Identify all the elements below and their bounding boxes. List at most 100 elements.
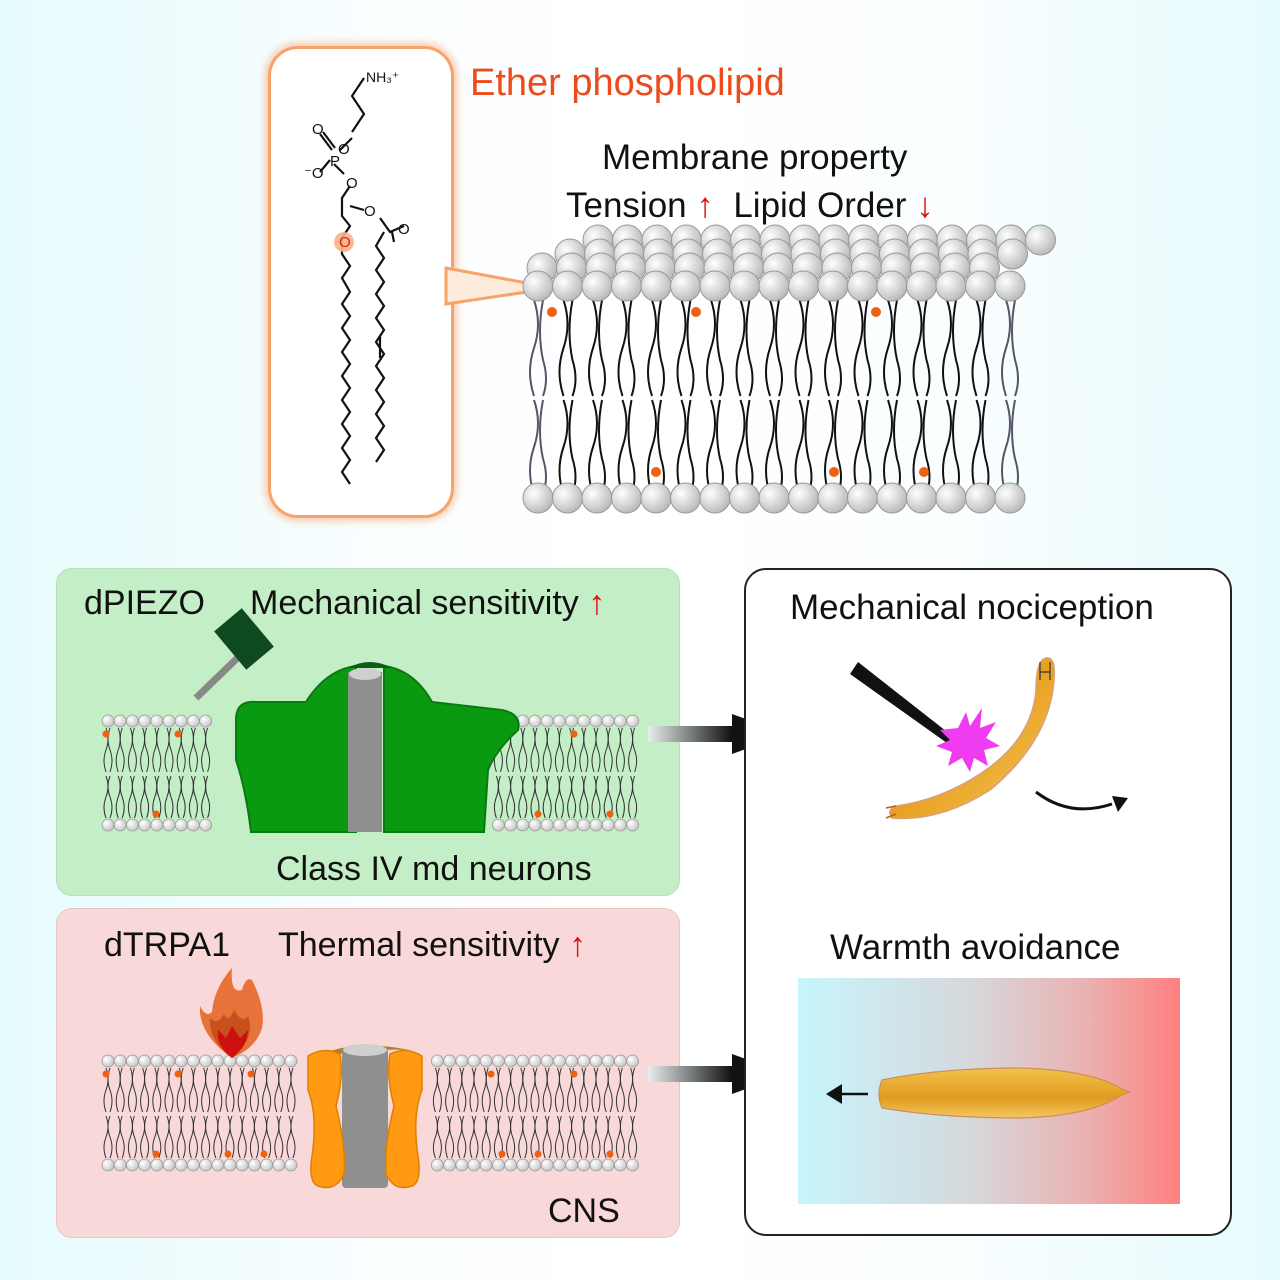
lipid-tail <box>253 1067 259 1113</box>
lipid-tail <box>765 399 775 495</box>
lipid-tail <box>824 299 834 397</box>
lipid-tail <box>591 1067 597 1113</box>
lipid-head <box>670 482 701 514</box>
lipid-tail <box>676 399 687 495</box>
lipid-head <box>626 818 639 832</box>
lipid-tail <box>241 1067 247 1113</box>
ether-lipid-dot <box>606 1150 614 1158</box>
lipid-tail <box>716 299 724 397</box>
lipid-head <box>614 714 627 728</box>
lipid-head <box>522 270 554 302</box>
lipid-tail <box>554 1115 560 1159</box>
lipid-tail <box>619 1067 625 1113</box>
lipid-tail <box>176 1115 182 1159</box>
lipid-tail <box>546 775 552 819</box>
lipid-tail <box>971 399 982 495</box>
lipid-tail <box>473 1067 479 1113</box>
lipid-tail <box>131 727 137 773</box>
lipid-tail <box>119 775 125 819</box>
ether-lipid-dot <box>152 1150 160 1158</box>
lipid-head <box>113 1054 127 1068</box>
lipid-head <box>552 714 566 728</box>
lipid-tail <box>595 1067 601 1113</box>
lipid-tail <box>619 1115 625 1159</box>
lipid-tail <box>591 727 597 773</box>
lipid-head <box>443 1054 457 1068</box>
lipid-head <box>223 1158 237 1172</box>
ether-lipid-dot <box>570 1070 578 1078</box>
lipid-tail <box>225 1067 231 1113</box>
lipid-tail <box>119 1067 125 1113</box>
lipid-head <box>491 1054 505 1068</box>
ether-lipid-dot <box>534 810 542 818</box>
lipid-tail <box>213 1115 219 1159</box>
lipid-head <box>467 1158 481 1172</box>
lipid-tail <box>1011 299 1019 397</box>
lipid-tail <box>217 1115 223 1159</box>
lipid-tail <box>588 299 598 397</box>
lipid-tail <box>530 1115 536 1159</box>
ether-phospholipid-structure: NH₃⁺ O O P ⁻O O O O O <box>304 69 410 485</box>
lipid-tail <box>598 399 606 495</box>
lipid-tail <box>506 775 512 819</box>
lipid-tail <box>558 1115 564 1159</box>
lipid-tail <box>241 1115 247 1159</box>
lipid-head <box>965 482 996 514</box>
lipid-head <box>504 1158 518 1172</box>
lipid-head <box>994 270 1026 302</box>
lipid-head <box>479 1158 493 1172</box>
ether-lipid-dot <box>102 1070 110 1078</box>
lipid-tail <box>445 1115 451 1159</box>
lipid-tail <box>493 1115 499 1159</box>
lipid-tail <box>192 775 198 819</box>
lipid-tail <box>607 1067 613 1113</box>
lipid-tail <box>156 1115 162 1159</box>
lipid-tail <box>603 775 609 819</box>
lipid-tail <box>615 727 621 773</box>
piezo-membrane <box>101 714 639 832</box>
lipid-head <box>540 1158 554 1172</box>
lipid-tail <box>583 1067 589 1113</box>
ether-lipid-dot <box>247 1070 255 1078</box>
lipid-tail <box>571 775 577 819</box>
lipid-tail <box>237 1115 243 1159</box>
lipid-tail <box>205 1115 211 1159</box>
lipid-head <box>199 1158 212 1172</box>
lipid-tail <box>506 1067 512 1113</box>
lipid-head <box>516 1158 530 1172</box>
lipid-tail <box>127 727 133 773</box>
lipid-tail <box>103 1115 109 1159</box>
lipid-head <box>150 1158 164 1172</box>
lipid-tail <box>168 775 174 819</box>
lipid-head <box>565 1158 579 1172</box>
lipid-head <box>126 1158 139 1172</box>
larva-icon <box>878 1067 1132 1119</box>
lipid-tail <box>627 299 636 397</box>
lipid-head <box>199 818 212 832</box>
lipid-tail <box>506 1115 512 1159</box>
lipid-head <box>614 818 627 832</box>
lipid-tail <box>127 1067 133 1113</box>
lipid-tail <box>522 1067 528 1113</box>
lipid-tail <box>628 775 634 819</box>
lipid-head <box>565 818 579 832</box>
lipid-tail <box>485 1115 491 1159</box>
oxygen-label: O <box>312 121 324 138</box>
lipid-tail <box>1001 399 1011 495</box>
lipid-tail <box>497 1067 503 1113</box>
lipid-head <box>552 1158 566 1172</box>
lipid-tail <box>579 727 585 773</box>
lipid-tail <box>657 399 665 495</box>
lipid-head <box>906 482 937 514</box>
lipid-tail <box>775 399 783 495</box>
lipid-tail <box>567 1115 573 1159</box>
lipid-tail <box>180 1067 186 1113</box>
lipid-tail <box>180 1115 186 1159</box>
lipid-tail <box>765 299 775 397</box>
lipid-tail <box>546 727 552 773</box>
lipid-head <box>455 1054 469 1068</box>
lipid-tail <box>115 775 121 819</box>
lipid-tail <box>571 1115 577 1159</box>
mechanical-sensitivity-text: Mechanical sensitivity <box>250 584 579 622</box>
lipid-tail <box>518 1067 524 1113</box>
